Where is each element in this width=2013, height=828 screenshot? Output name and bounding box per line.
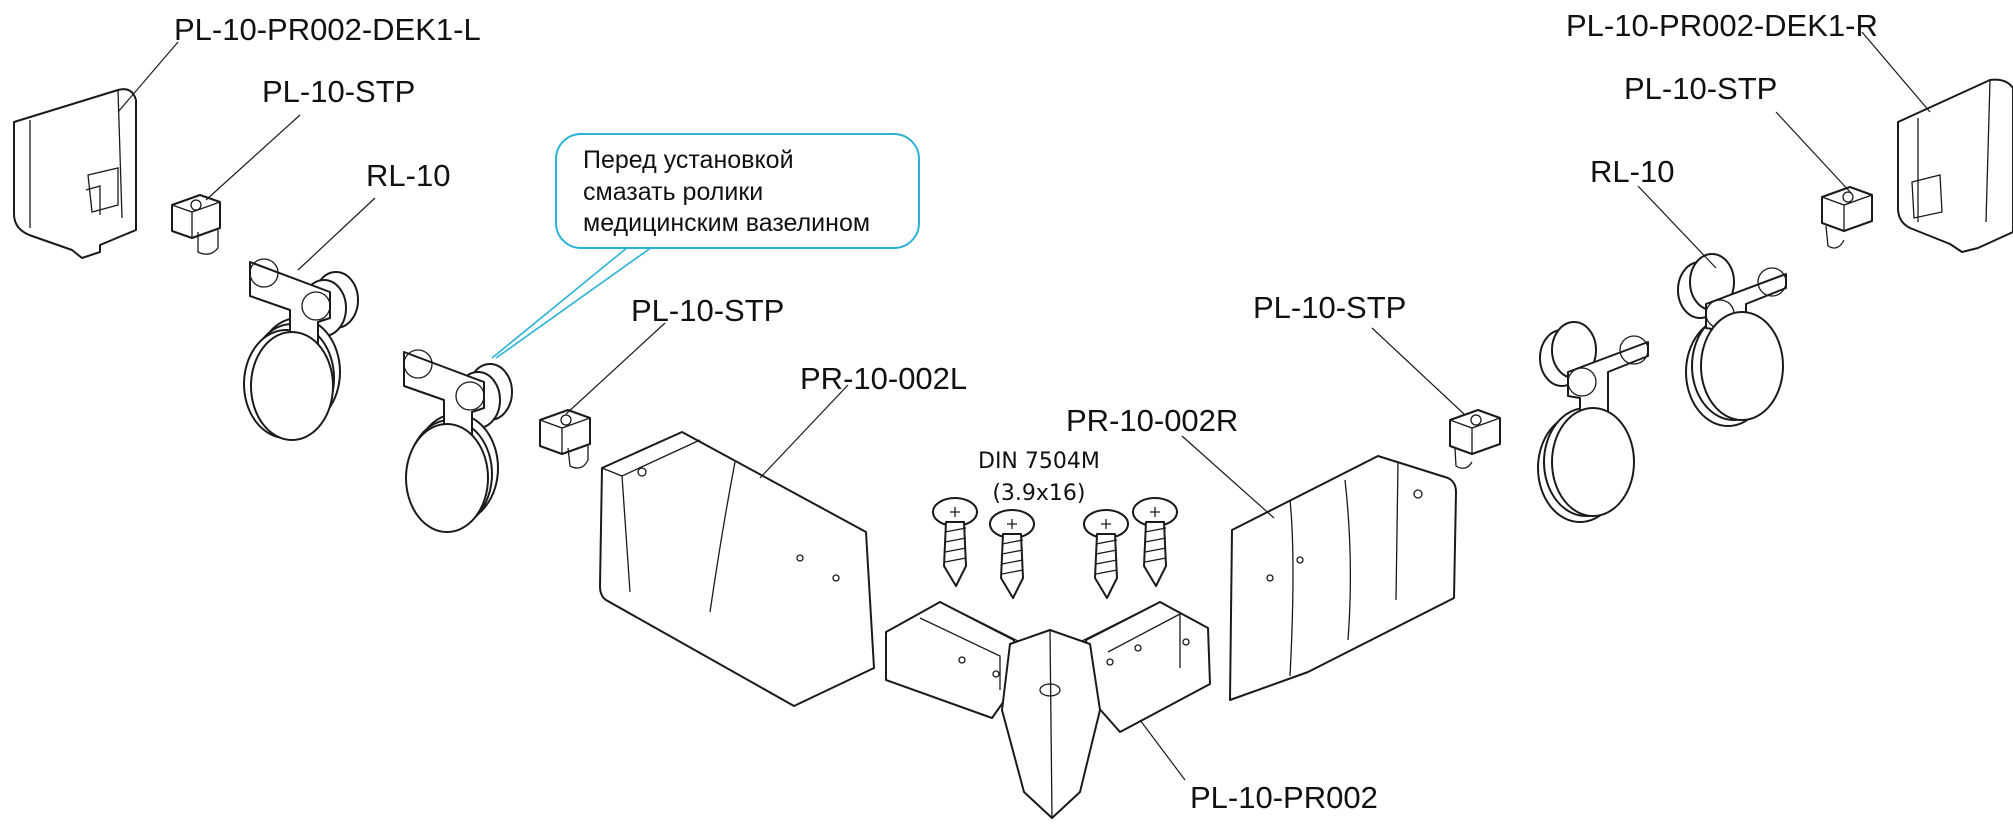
leader-lines bbox=[117, 31, 1931, 781]
screw-4 bbox=[1132, 497, 1178, 587]
note-line-1: Перед установкой bbox=[583, 146, 794, 174]
corner-connector bbox=[885, 601, 1211, 819]
label-screw-spec: DIN 7504M bbox=[978, 449, 1100, 474]
end-cap-left bbox=[13, 88, 137, 259]
roller-4 bbox=[1677, 253, 1787, 427]
label-stopper-4: PL-10-STP bbox=[1624, 71, 1778, 106]
label-profile-left: PR-10-002L bbox=[800, 361, 968, 396]
label-corner: PL-10-PR002 bbox=[1190, 780, 1378, 815]
profile-left bbox=[599, 431, 875, 707]
screw-1 bbox=[932, 497, 978, 587]
end-cap-right bbox=[1897, 78, 2013, 253]
profile-right bbox=[1229, 455, 1457, 701]
roller-1 bbox=[243, 258, 359, 441]
label-stopper-3: PL-10-STP bbox=[1253, 290, 1407, 325]
label-cap-right: PL-10-PR002-DEK1-R bbox=[1566, 8, 1878, 43]
label-stopper-2: PL-10-STP bbox=[631, 293, 785, 328]
screws bbox=[932, 497, 1178, 599]
roller-2 bbox=[403, 349, 513, 533]
label-stopper-1: PL-10-STP bbox=[262, 74, 416, 109]
stopper-4 bbox=[1821, 186, 1873, 249]
note-line-2: смазать ролики bbox=[583, 177, 764, 206]
screw-3 bbox=[1083, 509, 1129, 599]
stopper-3 bbox=[1449, 409, 1501, 469]
stopper-2 bbox=[539, 409, 591, 469]
screw-2 bbox=[989, 509, 1035, 599]
stopper-1 bbox=[171, 194, 221, 255]
note-line-3: медицинским вазелином bbox=[583, 209, 871, 237]
label-screw: DIN 7504M (3.9x16) bbox=[978, 446, 1100, 510]
roller-3 bbox=[1537, 321, 1649, 523]
label-screw-size: (3.9x16) bbox=[992, 480, 1086, 506]
lubrication-note: Перед установкой смазать ролики медицинс… bbox=[555, 133, 920, 249]
label-profile-right: PR-10-002R bbox=[1066, 403, 1239, 438]
label-roller-right: RL-10 bbox=[1590, 154, 1675, 189]
label-roller-left: RL-10 bbox=[366, 158, 451, 193]
label-cap-left: PL-10-PR002-DEK1-L bbox=[174, 12, 481, 47]
